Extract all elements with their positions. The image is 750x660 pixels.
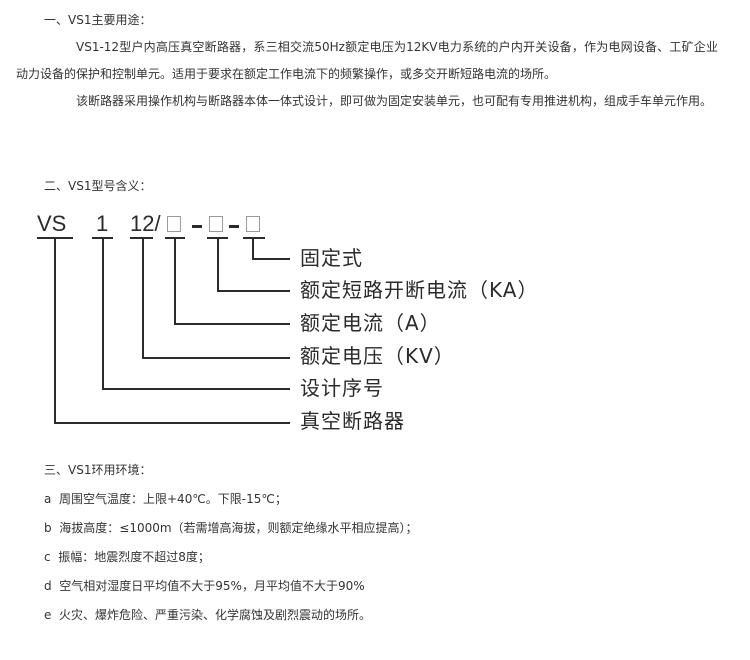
underline-12 — [130, 237, 153, 239]
connector-12 — [142, 237, 144, 359]
code-dash-2 — [229, 225, 239, 228]
env-item-d: d 空气相对湿度日平均值不大于95%，月平均值不大于90% — [44, 578, 365, 594]
label-design-number: 设计序号 — [300, 376, 384, 400]
env-item-e: e 火灾、爆炸危险、严重污染、化学腐蚀及剧烈震动的场所。 — [44, 607, 371, 623]
env-item-c: c 振幅：地震烈度不超过8度； — [44, 549, 210, 565]
connector-box-2 — [217, 237, 219, 292]
section3-heading: 三、VS1环用环境： — [44, 463, 152, 477]
code-dash-1 — [192, 225, 202, 228]
code-12: 12/ — [130, 211, 161, 236]
placeholder-box-current — [167, 216, 181, 232]
label-vacuum-breaker: 真空断路器 — [300, 409, 405, 433]
model-code-diagram: VS 1 12/ 固定式 额定短路开断电流（KA） 额定电流（A） 额定电压（K… — [0, 200, 750, 450]
leader-breaking-current — [217, 290, 290, 292]
env-item-text: 海拔高度：≤1000m（若需增高海拔，则额定绝缘水平相应提高）； — [59, 521, 418, 535]
leader-fixed — [252, 258, 290, 260]
leader-vacuum-breaker — [54, 422, 290, 424]
label-fixed: 固定式 — [300, 246, 363, 270]
section1-heading: 一、VS1主要用途： — [44, 13, 152, 27]
env-item-marker: e — [44, 608, 52, 622]
env-item-marker: a — [44, 492, 52, 506]
underline-box-3 — [243, 237, 265, 239]
code-vs: VS — [37, 211, 67, 236]
env-item-b: b 海拔高度：≤1000m（若需增高海拔，则额定绝缘水平相应提高）； — [44, 520, 418, 536]
section2-heading: 二、VS1型号含义： — [44, 179, 152, 193]
leader-rated-current — [174, 323, 290, 325]
connector-box-1 — [174, 237, 176, 325]
leader-rated-voltage — [142, 357, 290, 359]
leader-design-number — [102, 388, 290, 390]
connector-box-3 — [252, 237, 254, 260]
connector-1 — [102, 237, 104, 390]
placeholder-box-breaking-current — [209, 216, 223, 232]
section1-paragraph-2: 该断路器采用操作机构与断路器本体一体式设计，即可做为固定安装单元，也可配有专用推… — [76, 94, 713, 108]
connector-vs — [54, 237, 56, 424]
env-item-text: 火灾、爆炸危险、严重污染、化学腐蚀及剧烈震动的场所。 — [59, 608, 372, 622]
placeholder-box-fixed — [246, 216, 260, 232]
code-1: 1 — [96, 211, 109, 236]
env-item-marker: d — [44, 579, 52, 593]
env-item-marker: b — [44, 521, 52, 535]
env-item-text: 周围空气温度：上限+40℃。下限-15℃； — [59, 492, 287, 506]
label-breaking-current: 额定短路开断电流（KA） — [300, 278, 539, 302]
env-item-a: a 周围空气温度：上限+40℃。下限-15℃； — [44, 491, 287, 507]
label-rated-current: 额定电流（A） — [300, 311, 441, 335]
env-item-marker: c — [44, 550, 51, 564]
label-rated-voltage: 额定电压（KV） — [300, 344, 455, 368]
env-item-text: 振幅：地震烈度不超过8度； — [58, 550, 210, 564]
env-item-text: 空气相对湿度日平均值不大于95%，月平均值不大于90% — [59, 579, 365, 593]
section1-paragraph-1: VS1-12型户内高压真空断路器，系三相交流50Hz额定电压为12KV电力系统的… — [16, 40, 718, 81]
